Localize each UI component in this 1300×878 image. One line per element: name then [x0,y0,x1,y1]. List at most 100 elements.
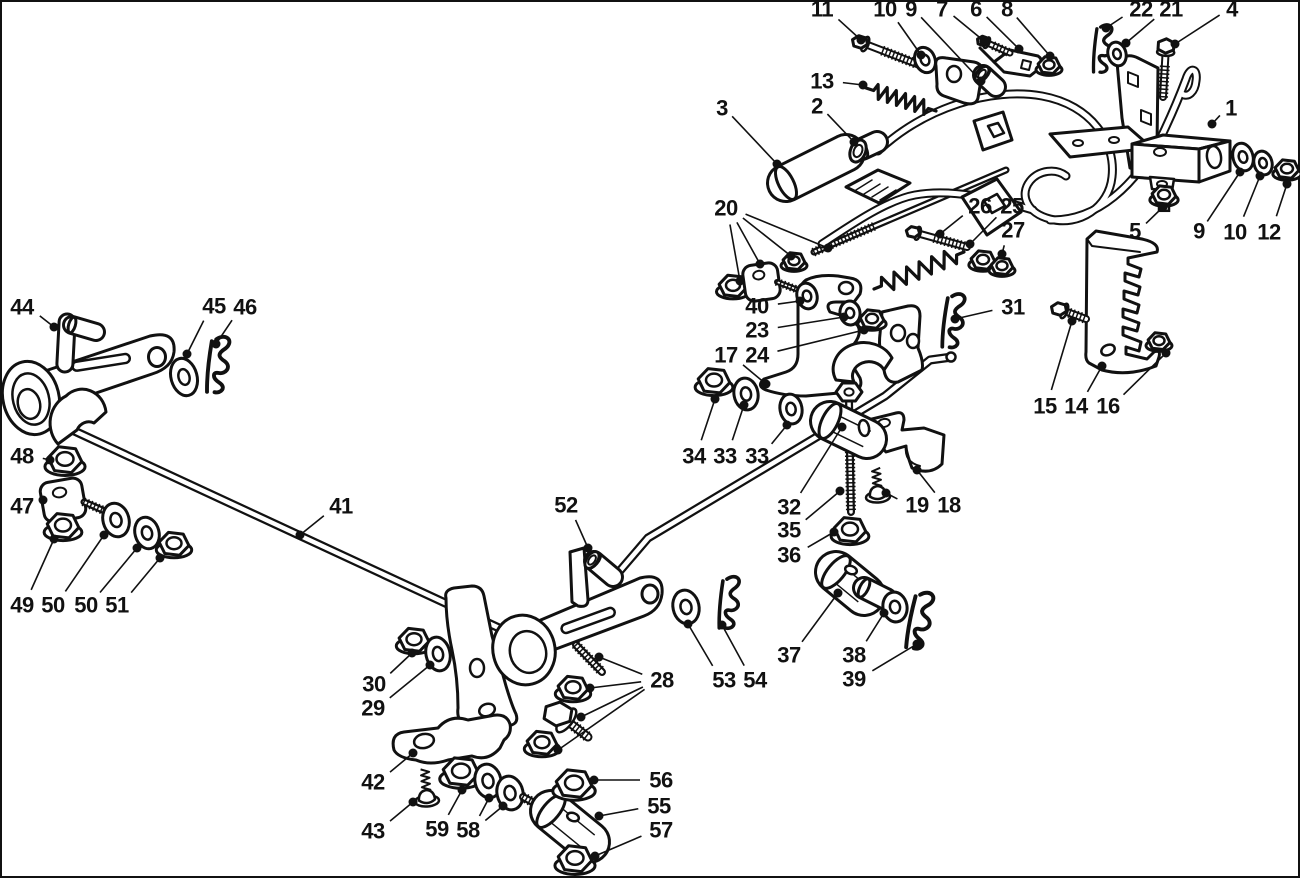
washer-9-right [1231,141,1255,173]
callout-label-13: 13 [810,69,834,94]
callout-5: 5 [1129,202,1168,244]
callout-34: 34 [682,394,720,469]
callout-55: 55 [594,794,671,821]
callout-23: 23 [745,312,849,343]
callout-label-42: 42 [361,770,385,795]
callout-4: 4 [1170,0,1240,49]
nut-27b [987,256,1017,278]
callout-36: 36 [777,527,839,568]
bolt-4 [1155,37,1176,101]
bolt-11 [851,34,921,69]
callout-57: 57 [590,818,673,861]
callout-label-29: 29 [361,696,385,721]
callout-label-9: 9 [905,0,917,22]
callout-25: 25 [965,194,1024,249]
callout-21: 21 [1121,0,1183,48]
callout-44: 44 [10,295,59,332]
callout-33: 33 [713,400,749,469]
nut-8 [1034,55,1064,77]
callout-32: 32 [777,422,847,520]
spring-13 [864,83,938,116]
callout-label-52: 52 [554,493,578,518]
callout-9: 9 [905,0,986,86]
nut-36 [829,516,871,547]
tie-rod-55-hole [565,811,581,823]
link-bar-hole [945,351,957,363]
callout-13: 13 [810,69,868,94]
callout-label-15: 15 [1033,394,1057,419]
callout-31: 31 [950,295,1025,324]
callout-label-35: 35 [777,518,801,543]
callout-51: 51 [105,553,165,618]
callout-40: 40 [745,294,805,319]
callout-19: 19 [881,488,929,518]
callout-10: 10 [873,0,926,60]
callout-26: 26 [935,194,992,239]
callout-41: 41 [295,494,353,540]
callout-label-43: 43 [361,819,385,844]
callout-16: 16 [1096,348,1171,419]
callout-label-50: 50 [74,593,98,618]
callout-label-25: 25 [1000,194,1024,219]
callout-56: 56 [589,768,673,793]
callout-15: 15 [1033,316,1077,419]
callout-50: 50 [74,543,142,618]
callout-label-14: 14 [1064,394,1089,419]
callout-label-54: 54 [743,668,768,693]
callout-label-16: 16 [1096,394,1120,419]
toothed-bracket-14 [1084,229,1161,375]
callout-49: 49 [10,534,59,618]
stud-28 [571,640,606,676]
nut-57 [553,844,597,876]
callout-label-39: 39 [842,667,866,692]
callout-label-10: 10 [873,0,897,22]
callout-48: 48 [10,444,55,469]
callout-label-23: 23 [745,318,769,343]
callout-58: 58 [456,793,508,843]
nut-51 [154,530,194,560]
callout-label-59: 59 [425,817,449,842]
crank-plate [878,304,924,384]
callout-6: 6 [970,0,1024,54]
callout-2: 2 [811,94,859,147]
washer-50b [133,515,161,551]
callout-22: 22 [1101,0,1153,33]
screw-43 [413,768,441,808]
callout-label-8: 8 [1001,0,1013,22]
washer-38 [881,590,909,624]
trunnion-cradle [831,341,894,384]
callout-label-47: 47 [10,494,34,519]
mount-bracket-42 [391,713,512,765]
washer-58b [495,774,525,812]
callout-label-55: 55 [647,794,671,819]
callout-label-32: 32 [777,495,801,520]
callout-14: 14 [1064,361,1107,419]
callout-35: 35 [777,486,845,543]
callout-label-33: 33 [713,444,737,469]
nut-27a [967,249,999,273]
callout-label-38: 38 [842,643,866,668]
callout-11: 11 [811,0,866,45]
rod-41 [37,411,517,639]
callout-label-2: 2 [811,94,823,119]
callout-label-34: 34 [682,444,707,469]
callout-24: 24 [745,325,869,368]
callout-43: 43 [361,797,418,844]
callout-label-36: 36 [777,543,801,568]
callout-52: 52 [554,493,593,553]
link-bar [607,352,957,585]
bolt-head-32 [834,381,864,403]
callout-label-51: 51 [105,593,129,618]
lift-handle-tube [817,65,1201,249]
nut-28-upper [553,674,593,704]
callout-30: 30 [362,648,417,697]
callout-label-9: 9 [1193,219,1205,244]
callout-59: 59 [425,785,467,842]
callout-46: 46 [211,295,257,349]
callout-label-4: 4 [1226,0,1239,22]
nut-28-lower [522,729,562,759]
pin-44 [62,315,106,342]
callout-38: 38 [842,608,889,668]
